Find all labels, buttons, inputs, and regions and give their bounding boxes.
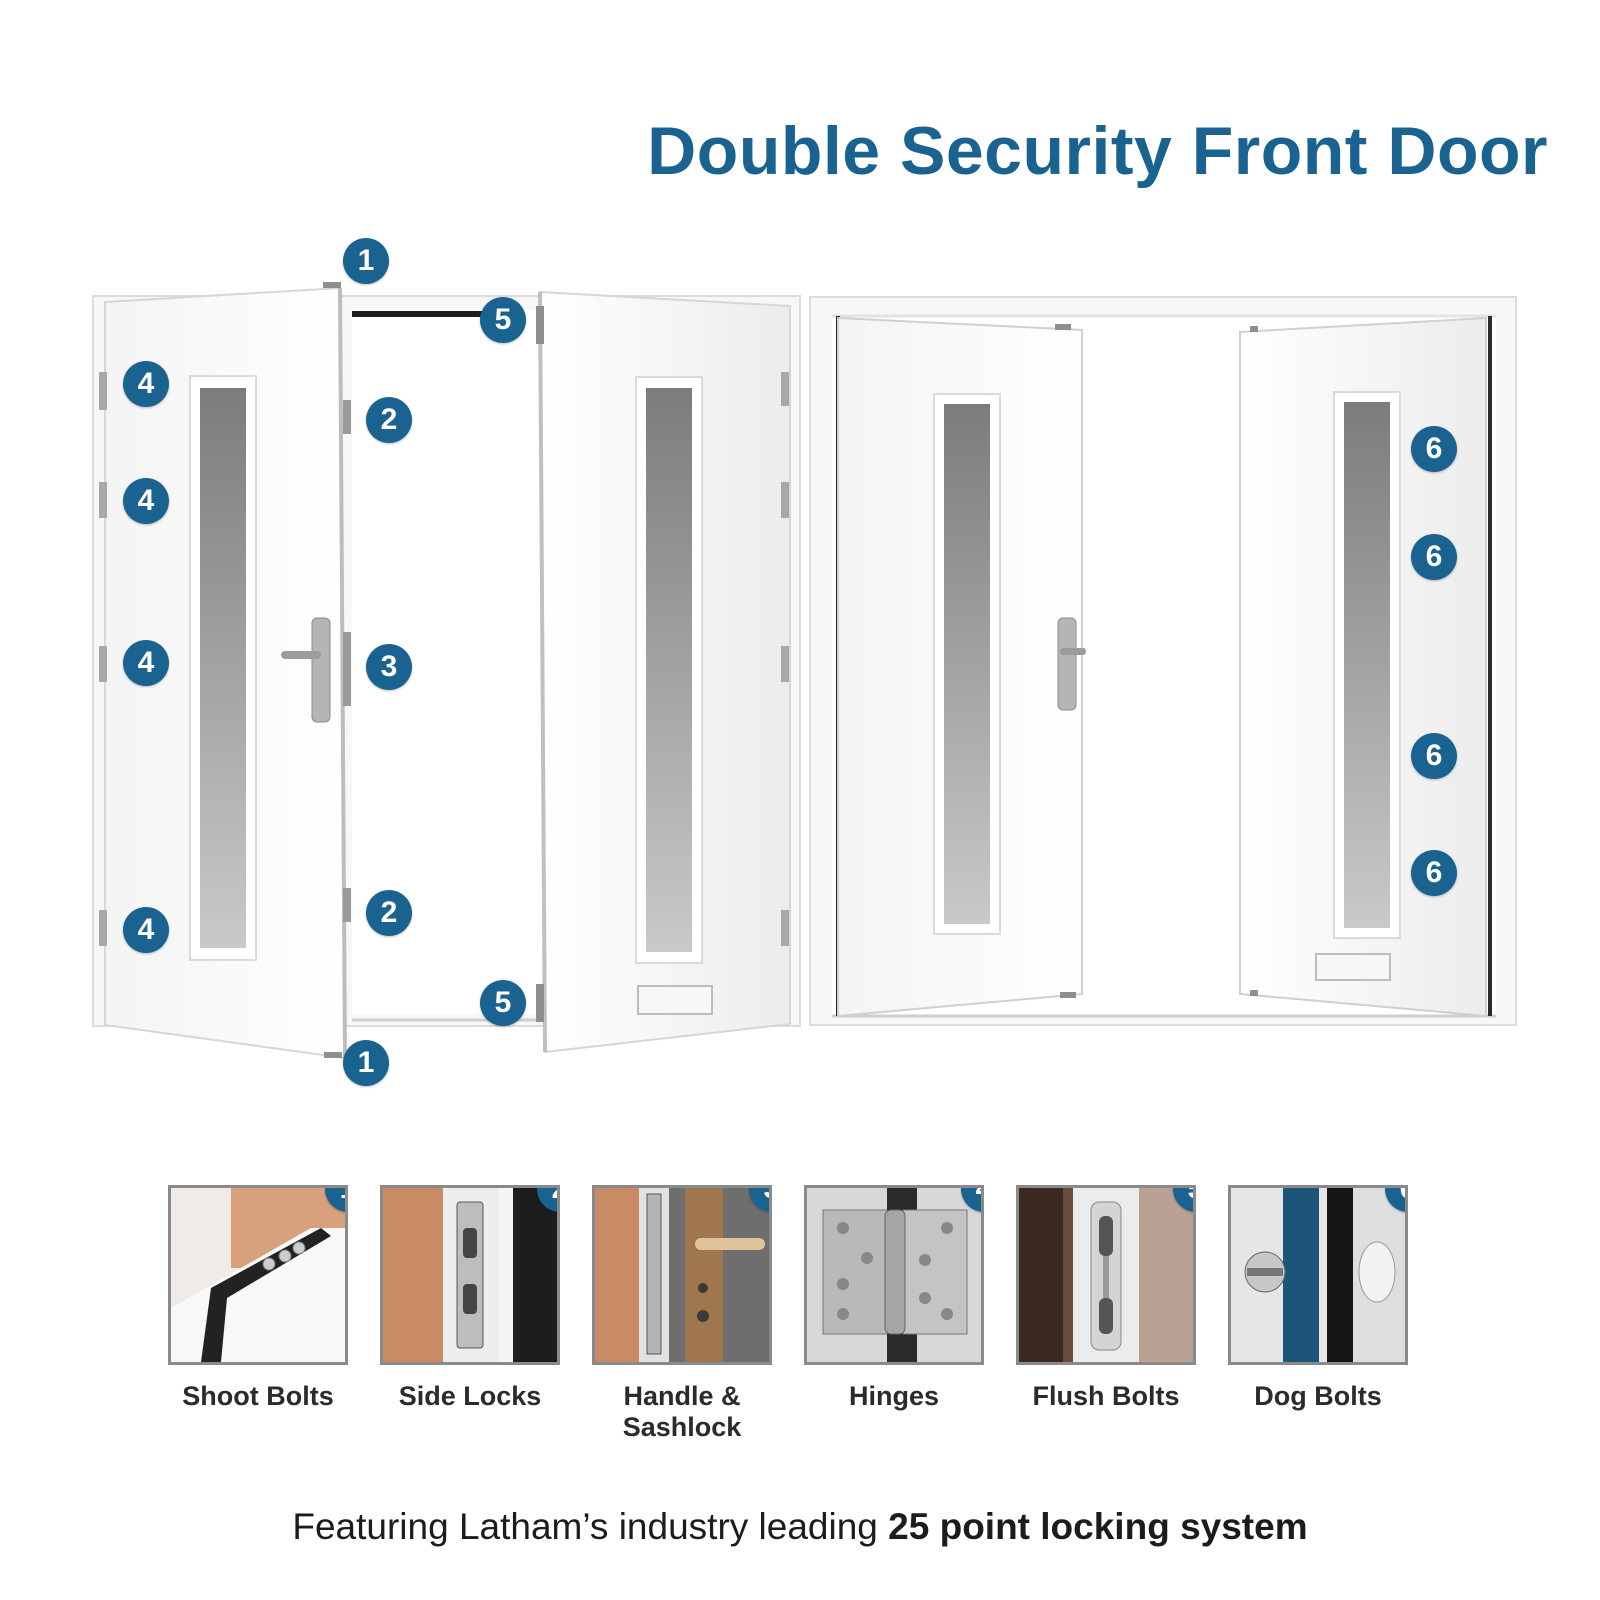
callout-side-lock-bottom: 2 bbox=[366, 890, 412, 936]
page-title: Double Security Front Door bbox=[647, 113, 1548, 189]
callout-handle-sashlock: 3 bbox=[366, 644, 412, 690]
footer-emphasis: 25 point locking system bbox=[888, 1506, 1308, 1547]
feature-shoot-bolts: 1 Shoot Bolts bbox=[168, 1185, 348, 1412]
left-leaf-glass bbox=[200, 388, 246, 948]
callout-dog-bolt-1: 6 bbox=[1411, 426, 1457, 472]
flush-bolts-photo: 5 bbox=[1016, 1185, 1196, 1365]
callout-flush-bolt-top: 5 bbox=[480, 297, 526, 343]
callout-side-lock-top: 2 bbox=[366, 397, 412, 443]
feature-dog-bolts: 6 Dog Bolts bbox=[1228, 1185, 1408, 1412]
interior-left-handle-plate bbox=[1057, 617, 1077, 711]
door-illustration bbox=[92, 282, 1517, 1060]
callout-hinge-4: 4 bbox=[123, 907, 169, 953]
side-locks-photo: 2 bbox=[380, 1185, 560, 1365]
callout-hinge-3: 4 bbox=[123, 640, 169, 686]
footer-prefix: Featuring Latham’s industry leading bbox=[292, 1506, 889, 1547]
feature-flush-bolts-label: Flush Bolts bbox=[1032, 1381, 1180, 1411]
callout-hinge-2: 4 bbox=[123, 478, 169, 524]
feature-thumbnails: 1 Shoot Bolts 2 Side Locks bbox=[168, 1185, 1438, 1445]
interior-door-set bbox=[809, 296, 1517, 1026]
callout-shoot-bolt-top: 1 bbox=[343, 238, 389, 284]
left-leaf-lever bbox=[281, 651, 321, 659]
callout-hinge-1: 4 bbox=[123, 361, 169, 407]
feature-handle-sashlock: 3 Handle & Sashlock bbox=[592, 1185, 772, 1443]
feature-hinges: 4 Hinges bbox=[804, 1185, 984, 1412]
feature-side-locks: 2 Side Locks bbox=[380, 1185, 560, 1412]
feature-hinges-label: Hinges bbox=[848, 1381, 940, 1411]
callout-flush-bolt-bottom: 5 bbox=[480, 980, 526, 1026]
right-leaf-letterplate bbox=[637, 985, 713, 1015]
feature-handle-sashlock-label: Handle & Sashlock bbox=[622, 1381, 742, 1442]
handle-sashlock-photo: 3 bbox=[592, 1185, 772, 1365]
interior-right-letterplate bbox=[1315, 953, 1391, 981]
callout-dog-bolt-3: 6 bbox=[1411, 733, 1457, 779]
footer-tagline: Featuring Latham’s industry leading 25 p… bbox=[0, 1506, 1600, 1548]
feature-shoot-bolts-label: Shoot Bolts bbox=[182, 1381, 334, 1411]
left-leaf-handle-plate bbox=[311, 617, 331, 723]
hinges-photo: 4 bbox=[804, 1185, 984, 1365]
dog-bolts-photo: 6 bbox=[1228, 1185, 1408, 1365]
feature-dog-bolts-label: Dog Bolts bbox=[1254, 1381, 1382, 1411]
exterior-door-set bbox=[92, 282, 801, 1060]
feature-side-locks-label: Side Locks bbox=[398, 1381, 542, 1411]
right-leaf-glass bbox=[646, 388, 692, 952]
shoot-bolts-photo: 1 bbox=[168, 1185, 348, 1365]
callout-dog-bolt-4: 6 bbox=[1411, 850, 1457, 896]
callout-shoot-bolt-bottom: 1 bbox=[343, 1040, 389, 1086]
feature-flush-bolts: 5 Flush Bolts bbox=[1016, 1185, 1196, 1412]
callout-dog-bolt-2: 6 bbox=[1411, 534, 1457, 580]
